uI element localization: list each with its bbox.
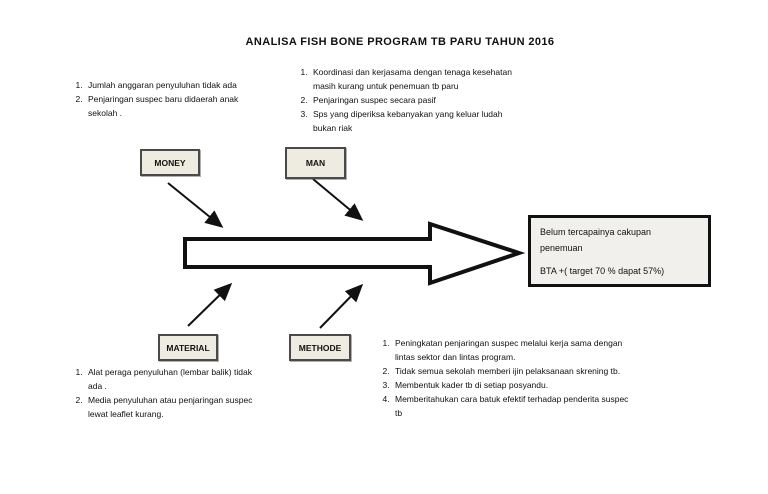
material-connector-arrow — [187, 282, 233, 327]
money-connector-arrow — [167, 182, 224, 228]
category-box-material: MATERIAL — [158, 334, 218, 361]
list-item: Tidak semua sekolah memberi ijin pelaksa… — [392, 364, 677, 378]
list-item: Media penyuluhan atau penjaringan suspec… — [85, 393, 330, 421]
man-causes-list: Koordinasi dan kerjasama dengan tenaga k… — [293, 65, 555, 135]
page-title: ANALISA FISH BONE PROGRAM TB PARU TAHUN … — [245, 36, 555, 48]
methode-connector-arrow — [319, 283, 364, 329]
category-label: MONEY — [154, 157, 186, 168]
material-causes-list: Alat peraga penyuluhan (lembar balik) ti… — [68, 365, 330, 421]
list-item: Penjaringan suspec secara pasif — [310, 93, 555, 107]
category-box-money: MONEY — [140, 149, 200, 176]
effect-box: Belum tercapainya cakupan penemuan BTA +… — [528, 215, 711, 287]
category-box-methode: METHODE — [289, 334, 351, 361]
list-item: Jumlah anggaran penyuluhan tidak ada — [85, 78, 305, 92]
category-label: MATERIAL — [166, 342, 210, 353]
list-item: Peningkatan penjaringan suspec melalui k… — [392, 336, 677, 364]
money-causes-list: Jumlah anggaran penyuluhan tidak ada Pen… — [68, 78, 305, 120]
effect-problem-text: Belum tercapainya cakupan penemuan — [540, 227, 652, 253]
category-box-man: MAN — [285, 147, 346, 179]
main-spine-arrow — [183, 221, 526, 286]
methode-causes-list: Peningkatan penjaringan suspec melalui k… — [375, 336, 677, 420]
list-item: Memberitahukan cara batuk efektif terhad… — [392, 392, 677, 420]
effect-target-text: BTA +( target 70 % dapat 57%) — [540, 266, 665, 276]
list-item: Membentuk kader tb di setiap posyandu. — [392, 378, 677, 392]
man-connector-arrow — [312, 178, 364, 221]
list-item: Koordinasi dan kerjasama dengan tenaga k… — [310, 65, 555, 93]
list-item: Penjaringan suspec baru didaerah anak se… — [85, 92, 305, 120]
category-label: MAN — [305, 158, 326, 168]
category-label: METHODE — [298, 342, 342, 353]
list-item: Sps yang diperiksa kebanyakan yang kelua… — [310, 107, 555, 135]
list-item: Alat peraga penyuluhan (lembar balik) ti… — [85, 365, 330, 393]
